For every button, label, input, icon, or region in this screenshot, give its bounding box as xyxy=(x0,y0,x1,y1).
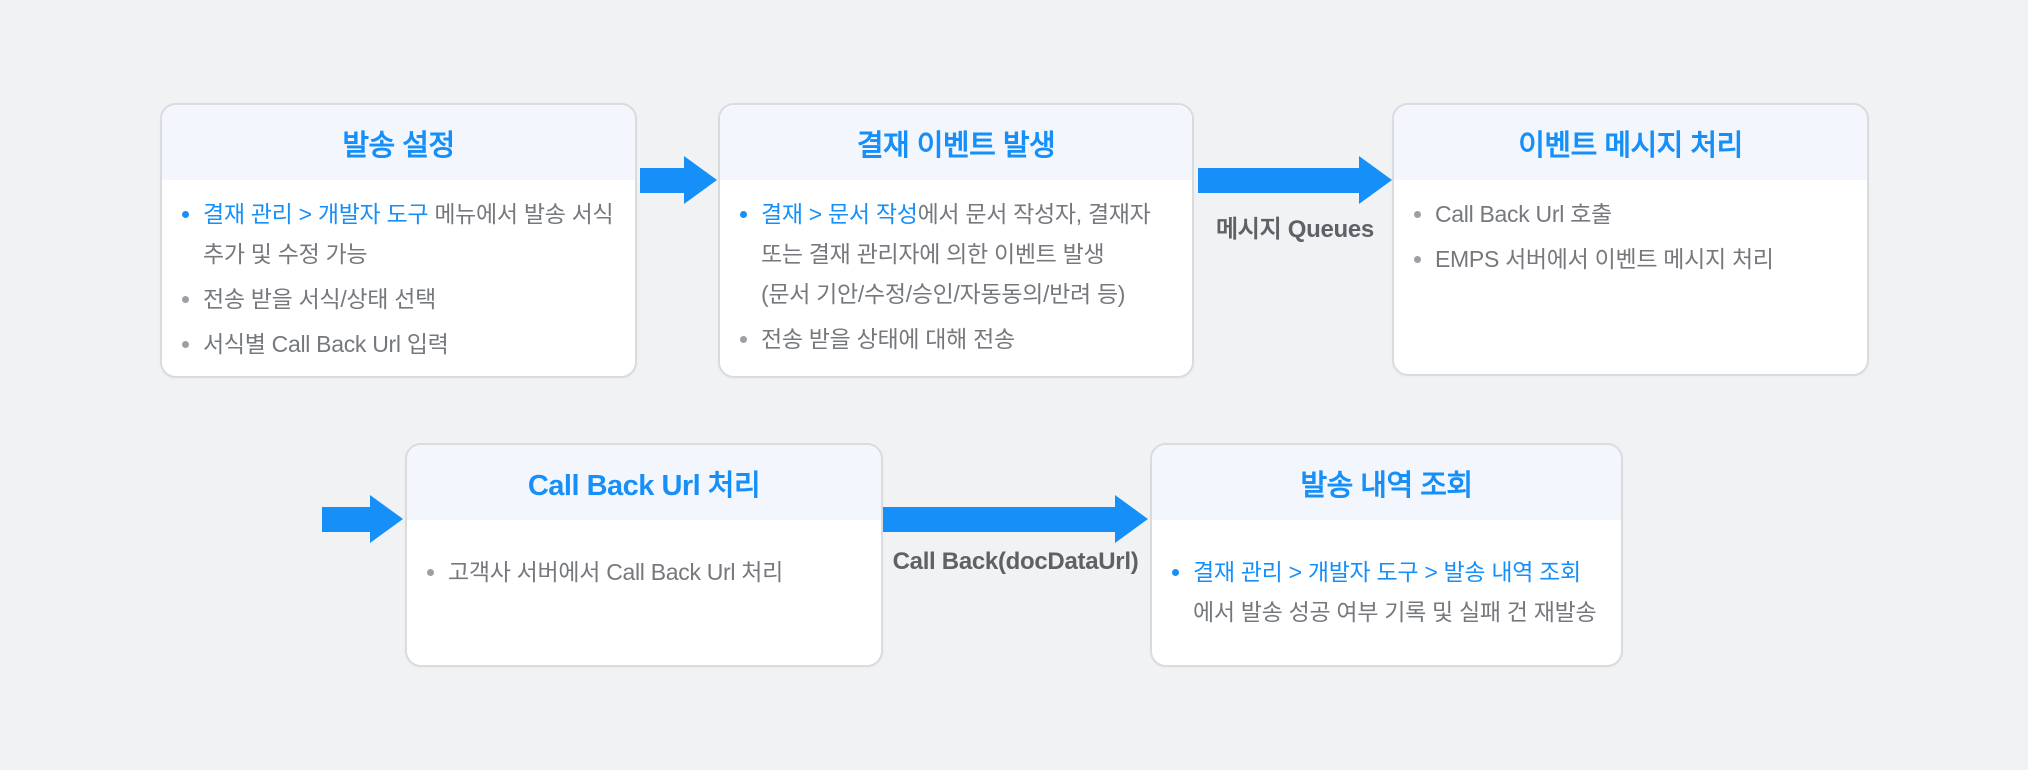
bullet-item: 서식별 Call Back Url 입력 xyxy=(180,324,621,364)
bullet-dot-icon xyxy=(740,211,747,218)
bullet-dot-icon xyxy=(1172,569,1179,576)
box-callback-url-processing-header: Call Back Url 처리 xyxy=(407,445,881,520)
box-send-settings-header: 발송 설정 xyxy=(162,105,635,180)
box-callback-url-processing-title: Call Back Url 처리 xyxy=(527,469,761,502)
bullet-item: 결재 관리 > 개발자 도구 메뉴에서 발송 서식 추가 및 수정 가능 xyxy=(180,194,621,274)
bullet-text: 결재 > 문서 작성에서 문서 작성자, 결재자 또는 결재 관리자에 의한 이… xyxy=(761,201,1151,307)
box-event-message-processing: 이벤트 메시지 처리 Call Back Url 호출 EMPS 서버에서 이벤트… xyxy=(1392,103,1869,376)
right-arrow-icon: Call Back(docDataUrl) xyxy=(883,495,1148,575)
bullet-dot-icon xyxy=(182,296,189,303)
box-event-message-processing-body: Call Back Url 호출 EMPS 서버에서 이벤트 메시지 처리 xyxy=(1394,180,1867,284)
box-approval-event: 결재 이벤트 발생 결재 > 문서 작성에서 문서 작성자, 결재자 또는 결재… xyxy=(718,103,1194,378)
bullet-text: Call Back Url 호출 xyxy=(1435,201,1612,227)
arrow-body xyxy=(1198,167,1359,193)
bullet-dot-icon xyxy=(740,336,747,343)
box-callback-url-processing-body: 고객사 서버에서 Call Back Url 처리 xyxy=(407,520,881,597)
box-send-history: 발송 내역 조회 결재 관리 > 개발자 도구 > 발송 내역 조회 에서 발송… xyxy=(1150,443,1623,667)
box-send-history-header: 발송 내역 조회 xyxy=(1152,445,1621,520)
bullet-dot-icon xyxy=(182,211,189,218)
bullet-item: 전송 받을 상태에 대해 전송 xyxy=(738,319,1178,359)
box-callback-url-processing: Call Back Url 처리 고객사 서버에서 Call Back Url … xyxy=(405,443,883,667)
bullet-item: EMPS 서버에서 이벤트 메시지 처리 xyxy=(1412,239,1853,279)
bullet-dot-icon xyxy=(1414,256,1421,263)
bullet-item: Call Back Url 호출 xyxy=(1412,194,1853,234)
bullet-dot-icon xyxy=(182,341,189,348)
box-approval-event-body: 결재 > 문서 작성에서 문서 작성자, 결재자 또는 결재 관리자에 의한 이… xyxy=(720,180,1192,364)
arrow-head xyxy=(1359,156,1392,204)
arrow-label-callback-docdataurl: Call Back(docDataUrl) xyxy=(892,548,1139,575)
bullet-item: 전송 받을 서식/상태 선택 xyxy=(180,279,621,319)
box-event-message-processing-title: 이벤트 메시지 처리 xyxy=(1518,129,1743,162)
bullet-text: 전송 받을 서식/상태 선택 xyxy=(203,286,436,312)
box-approval-event-title: 결재 이벤트 발생 xyxy=(856,129,1056,162)
box-event-message-processing-header: 이벤트 메시지 처리 xyxy=(1394,105,1867,180)
bullet-text: 결재 관리 > 개발자 도구 메뉴에서 발송 서식 추가 및 수정 가능 xyxy=(203,201,614,267)
bullet-text: 서식별 Call Back Url 입력 xyxy=(203,331,449,357)
arrow-head xyxy=(370,495,403,543)
bullet-text: 고객사 서버에서 Call Back Url 처리 xyxy=(448,559,784,585)
bullet-text: 전송 받을 상태에 대해 전송 xyxy=(761,326,1015,352)
bullet-item: 결재 관리 > 개발자 도구 > 발송 내역 조회 에서 발송 성공 여부 기록… xyxy=(1170,552,1607,632)
bullet-text: EMPS 서버에서 이벤트 메시지 처리 xyxy=(1435,246,1774,272)
box-approval-event-header: 결재 이벤트 발생 xyxy=(720,105,1192,180)
bullet-dot-icon xyxy=(427,569,434,576)
box-send-settings: 발송 설정 결재 관리 > 개발자 도구 메뉴에서 발송 서식 추가 및 수정 … xyxy=(160,103,637,378)
arrow-head xyxy=(684,156,717,204)
right-arrow-icon xyxy=(640,156,717,204)
arrow-head xyxy=(1115,495,1148,543)
arrow-body xyxy=(322,506,370,532)
bullet-dot-icon xyxy=(1414,211,1421,218)
box-send-history-body: 결재 관리 > 개발자 도구 > 발송 내역 조회 에서 발송 성공 여부 기록… xyxy=(1152,520,1621,637)
arrow-body xyxy=(640,167,684,193)
box-send-history-title: 발송 내역 조회 xyxy=(1300,469,1473,502)
bullet-item: 고객사 서버에서 Call Back Url 처리 xyxy=(425,552,867,592)
right-arrow-icon: 메시지 Queues xyxy=(1198,156,1392,243)
bullet-text: 결재 관리 > 개발자 도구 > 발송 내역 조회 에서 발송 성공 여부 기록… xyxy=(1193,559,1597,625)
box-send-settings-title: 발송 설정 xyxy=(342,129,455,162)
right-arrow-icon xyxy=(322,495,403,543)
bullet-item: 결재 > 문서 작성에서 문서 작성자, 결재자 또는 결재 관리자에 의한 이… xyxy=(738,194,1178,314)
arrow-body xyxy=(883,506,1115,532)
arrow-label-message-queues: 메시지 Queues xyxy=(1216,216,1374,243)
